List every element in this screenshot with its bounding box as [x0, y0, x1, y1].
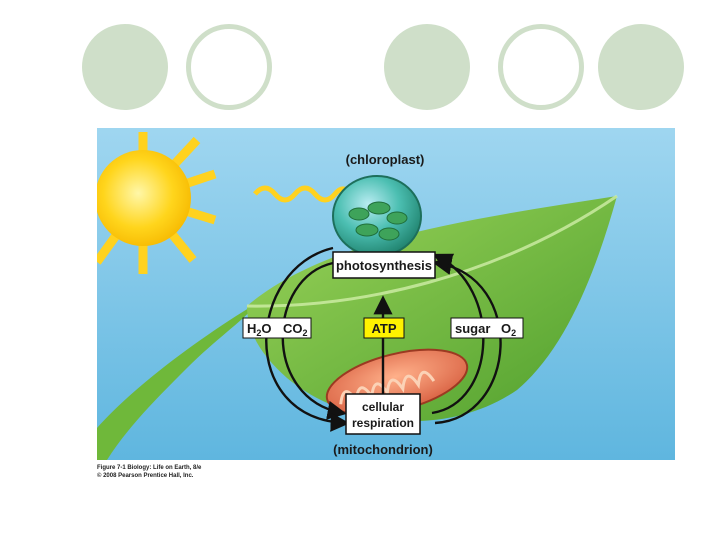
- photosynthesis-respiration-figure: (chloroplast) photosynthesis H2O CO2 ATP…: [97, 128, 675, 460]
- decorative-ring: [186, 24, 272, 110]
- decorative-circle: [82, 24, 168, 110]
- reactants-box: H2O CO2: [243, 318, 311, 338]
- decorative-circle: [598, 24, 684, 110]
- chloroplast-icon: [333, 176, 421, 256]
- photosynthesis-box: photosynthesis: [333, 252, 435, 278]
- decorative-ring: [498, 24, 584, 110]
- mitochondrion-label: (mitochondrion): [333, 442, 433, 457]
- photosynthesis-label: photosynthesis: [336, 258, 432, 273]
- products-box: sugar O2: [451, 318, 523, 338]
- decorative-circle: [384, 24, 470, 110]
- atp-box: ATP: [364, 318, 404, 338]
- chloroplast-label: (chloroplast): [346, 152, 425, 167]
- caption-line-2: © 2008 Pearson Prentice Hall, Inc.: [97, 472, 201, 480]
- atp-label: ATP: [371, 321, 396, 336]
- figure-caption: Figure 7-1 Biology: Life on Earth, 8/e ©…: [97, 464, 201, 480]
- sugar-label: sugar: [455, 321, 490, 336]
- caption-line-1: Figure 7-1 Biology: Life on Earth, 8/e: [97, 464, 201, 472]
- respiration-label: respiration: [352, 416, 414, 430]
- cellular-label: cellular: [362, 400, 404, 414]
- cellular-respiration-box: cellular respiration: [346, 394, 420, 434]
